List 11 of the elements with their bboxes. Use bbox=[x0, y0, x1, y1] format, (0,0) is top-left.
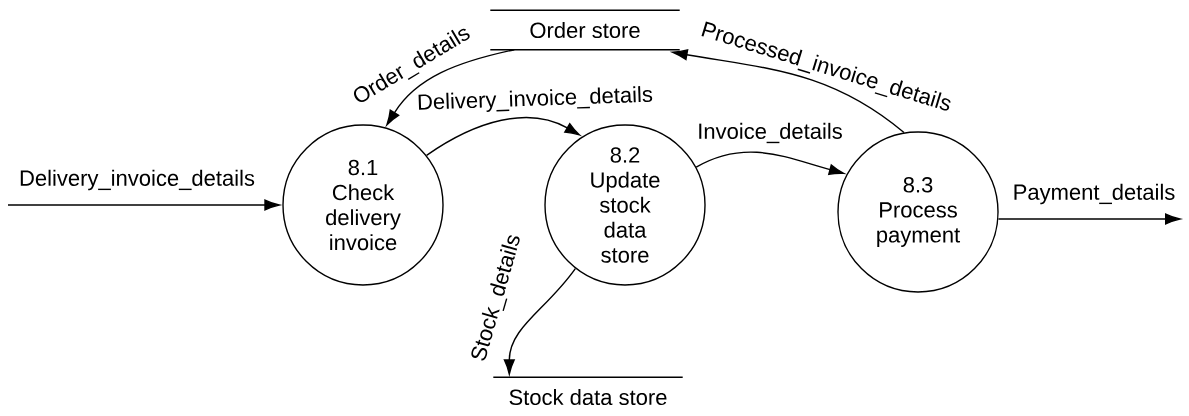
edge-label: Payment_details bbox=[1011, 182, 1177, 206]
data-store: Stock data store bbox=[492, 376, 684, 406]
arrow bbox=[7, 199, 280, 211]
arrow bbox=[695, 151, 845, 176]
arrow bbox=[503, 267, 577, 375]
arrow bbox=[386, 49, 515, 126]
arrow bbox=[997, 213, 1181, 225]
arrow bbox=[425, 116, 581, 156]
arrow bbox=[672, 49, 905, 134]
data-store: Order store bbox=[489, 9, 681, 51]
edge-label: Delivery_invoice_details bbox=[18, 168, 256, 192]
